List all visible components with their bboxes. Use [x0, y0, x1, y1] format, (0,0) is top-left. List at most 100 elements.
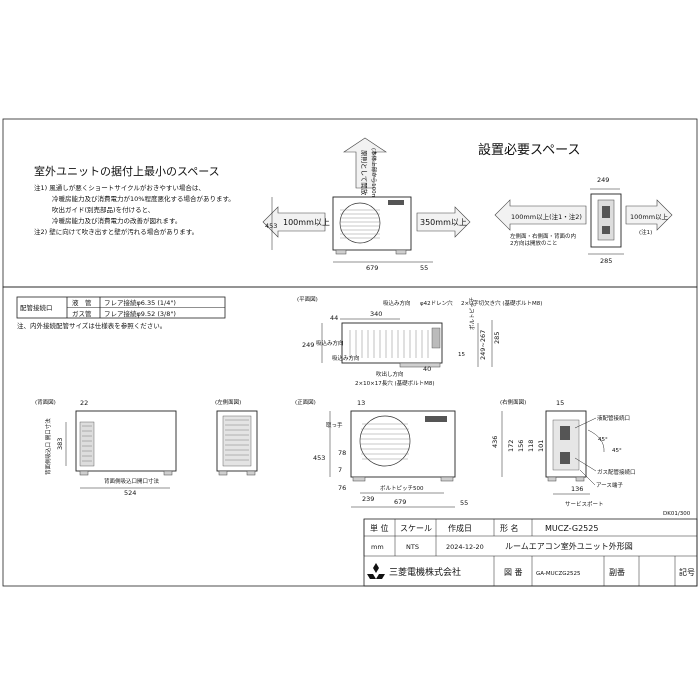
note-3: 吹出ガイド(別売部品)を付けると、: [52, 205, 154, 214]
right-d436: 436: [491, 436, 499, 448]
front-d679: 679: [394, 498, 406, 506]
front-d7: 7: [338, 466, 342, 474]
right-ang1: 45°: [598, 437, 608, 443]
right-gas-port: ガス配管接続口: [597, 468, 636, 476]
right-space-label: 350mm以上: [420, 218, 467, 227]
plan-intake-top: 吸込み方向: [383, 299, 411, 307]
pipe-row-1-conn: フレア接続φ6.35 (1/4"): [104, 298, 176, 307]
pipe-row-2-type: ガス管: [72, 309, 92, 318]
note-5: 注2) 壁に向けて吹き出すと壁が汚れる場合があります。: [34, 227, 198, 236]
plan-d249-267: 249~267: [479, 330, 487, 360]
tb-model: MUCZ-G2525: [545, 524, 598, 533]
right-ang2: 45°: [612, 448, 622, 454]
right-d118: 118: [527, 440, 535, 452]
back-side-label: 背面側吸込口 開口寸法: [44, 418, 52, 475]
note-4: 冷暖房能力及び消費電力の改善が図れます。: [52, 216, 181, 225]
tb-scale: NTS: [406, 543, 419, 551]
back-d524: 524: [124, 489, 136, 497]
front-d76: 76: [338, 484, 346, 492]
right-d101: 101: [537, 440, 545, 452]
right-d172: 172: [507, 440, 515, 452]
back-bottom-label: 背面側吸込口開口寸法: [104, 477, 160, 485]
unit-front-small: [332, 196, 412, 255]
tb-sub-header: 副番: [609, 567, 625, 577]
plan-d285: 285: [493, 332, 501, 344]
pipe-connection-table: 配管接続口 液 管 フレア接続φ6.35 (1/4") ガス管 フレア接続φ9.…: [16, 296, 226, 319]
dim-249-right: 249: [597, 176, 609, 184]
pipe-row-1-type: 液 管: [72, 298, 92, 307]
front-d55: 55: [460, 499, 468, 507]
front-d13: 13: [357, 399, 365, 407]
left-section-title: 室外ユニットの据付上最小のスペース: [34, 164, 220, 178]
back-d22: 22: [80, 399, 88, 407]
tb-date-header: 作成日: [448, 523, 472, 533]
document-code: DK01/300: [663, 511, 691, 517]
right-right-space-arrow: 100mm以上: [625, 199, 673, 231]
front-d239: 239: [362, 495, 374, 503]
right-earth: アース端子: [596, 481, 623, 489]
pipe-table-note: 注、内外接続配管サイズは仕様表を参照ください。: [17, 321, 166, 330]
tb-sym-header: 記号: [679, 567, 695, 577]
r-left-note-1: 左側面・右側面・背面の内: [510, 232, 576, 240]
left-space-arrow: 100mm以上: [262, 206, 330, 238]
tb-dwg-header: 図 番: [504, 567, 523, 577]
tb-company: 三菱電機株式会社: [389, 566, 461, 578]
dim-55-top: 55: [420, 264, 428, 272]
plan-uslot: 2×U字切欠き穴 (基礎ボルトM8): [461, 299, 542, 307]
top-arrow-label: 原則として開放: [360, 150, 369, 196]
r-right-space-label: 100mm以上: [630, 212, 669, 221]
front-handle: 取っ手: [326, 421, 343, 429]
right-liquid-port: 液配管接続口: [597, 414, 630, 422]
bottom-frame: [2, 286, 698, 587]
tb-unit: mm: [371, 543, 384, 551]
plan-outlet: 吹出し方向: [376, 370, 404, 378]
plan-long-hole: 2×10×17長穴 (基礎ボルトM8): [355, 379, 435, 387]
right-service: サービスポート: [565, 500, 604, 508]
front-d78: 78: [338, 449, 346, 457]
right-section-title: 設置必要スペース: [478, 142, 580, 158]
plan-bolt-pitch: ボルトピッチ: [468, 297, 476, 330]
back-d383: 383: [56, 438, 64, 450]
plan-d340: 340: [370, 310, 382, 318]
tb-unit-header: 単 位: [370, 523, 389, 533]
plan-intake-left: 吸込み方向: [316, 339, 344, 347]
left-space-label: 100mm以上: [283, 218, 330, 227]
back-unit: [75, 410, 177, 476]
mitsubishi-logo-icon: [367, 563, 385, 579]
tb-drawing-title: ルームエアコン室外ユニット外形図: [505, 541, 633, 551]
front-view-title: (正面図): [295, 399, 316, 406]
front-unit: [350, 410, 456, 482]
front-bolt-pitch: ボルトピッチ500: [380, 484, 424, 492]
dim-679-top: 679: [366, 264, 378, 272]
note-1: 注1) 風通しが悪くショートサイクルがおきやすい場合は、: [34, 183, 205, 192]
back-view-title: (背面図): [35, 398, 56, 406]
dim-453-top: 453: [265, 222, 277, 230]
tb-dwg-no: GA-MUCZG2525: [536, 571, 581, 577]
plan-drain: φ42ドレン穴: [420, 299, 453, 307]
title-block: [363, 518, 698, 587]
plan-d40: 40: [423, 365, 431, 373]
plan-unit: [341, 322, 443, 368]
right-d15: 15: [556, 399, 564, 407]
top-arrow-sub: (本体上部から100mm以上): [370, 148, 378, 218]
plan-view-title: (平面図): [297, 296, 318, 303]
left-side-unit: [216, 410, 258, 476]
right-space-arrow: 350mm以上: [416, 206, 471, 238]
dim-285-right: 285: [600, 257, 612, 265]
tb-model-header: 形 名: [500, 523, 519, 533]
right-d156: 156: [517, 440, 525, 452]
pipe-table-header: 配管接続口: [20, 303, 53, 312]
right-side-unit: [545, 410, 587, 482]
plan-d44: 44: [330, 314, 338, 322]
pipe-row-2-conn: フレア接続φ9.52 (3/8"): [104, 309, 176, 318]
r-right-note: (注1): [639, 228, 652, 236]
tb-date: 2024-12-20: [446, 543, 484, 551]
tb-scale-header: スケール: [400, 524, 432, 533]
plan-d249: 249: [302, 341, 314, 349]
front-d453: 453: [313, 454, 325, 462]
right-left-space-arrow: 100mm以上(注1・注2): [494, 199, 587, 231]
unit-side-small: [590, 193, 622, 248]
left-view-title: (左側面図): [215, 398, 241, 406]
right-d136: 136: [571, 485, 583, 493]
